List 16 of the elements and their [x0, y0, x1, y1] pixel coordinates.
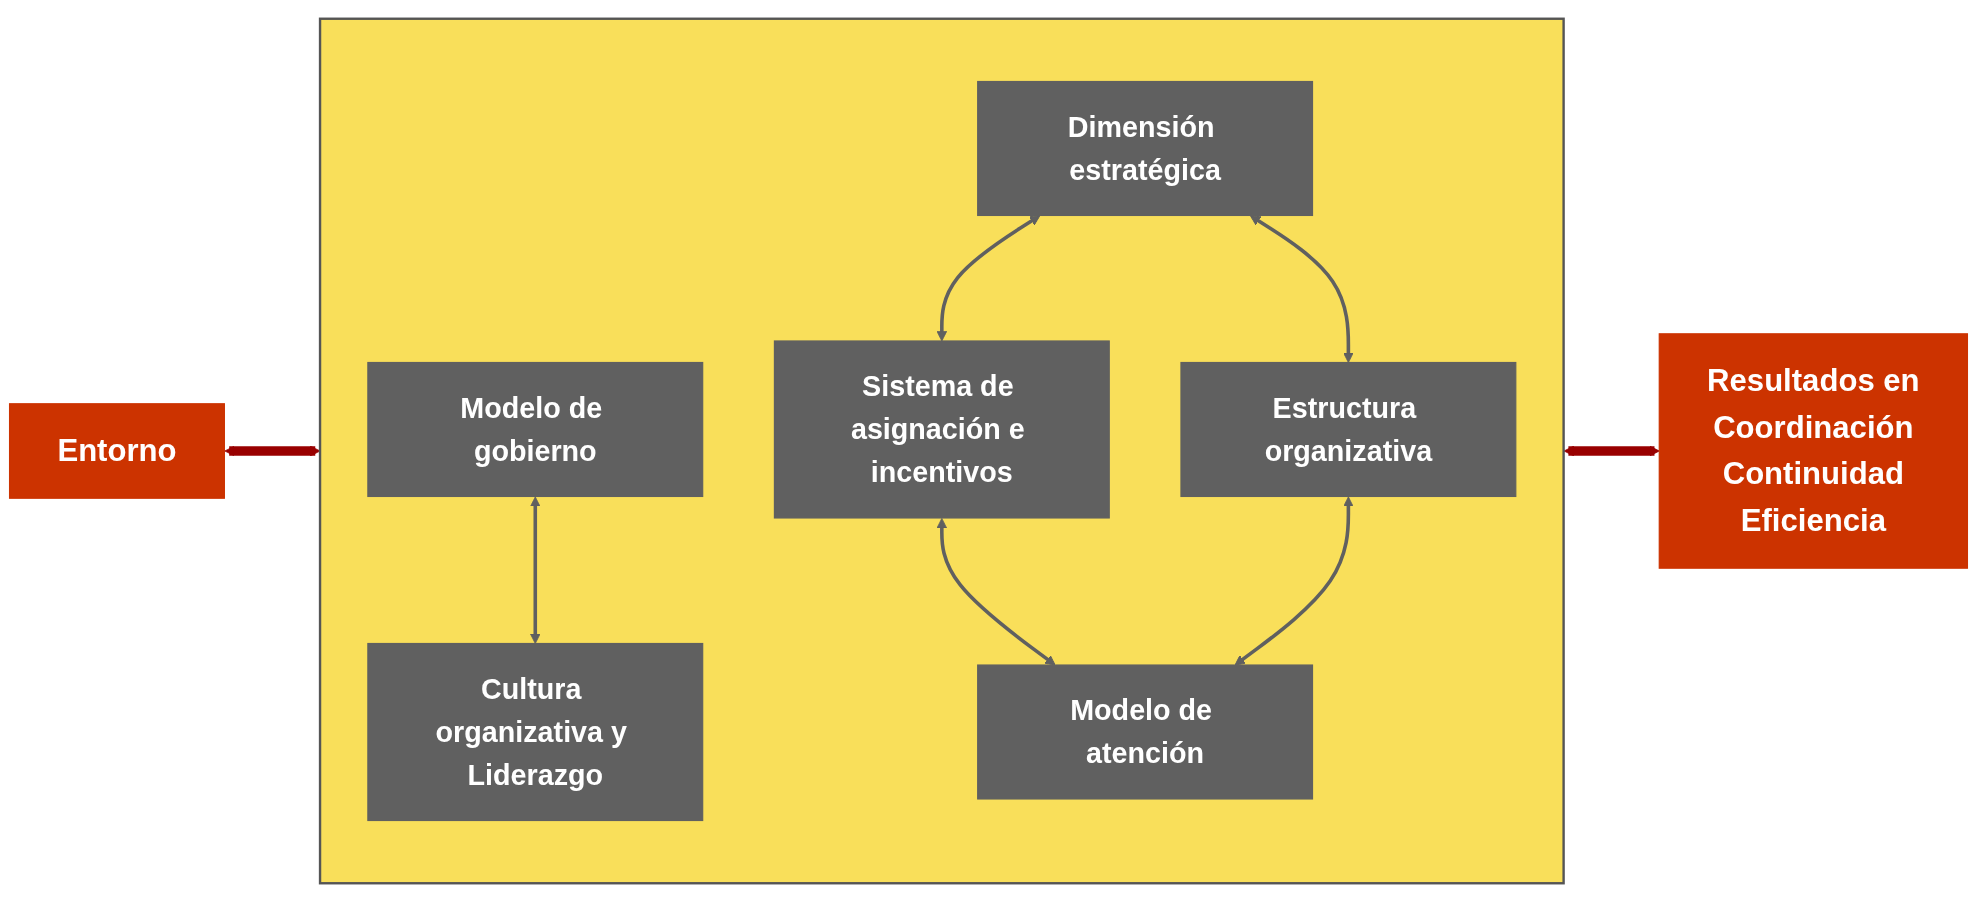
arrow — [1249, 215, 1354, 363]
node-box: Estructura organizativa — [1180, 361, 1517, 498]
arrow — [1563, 445, 1660, 457]
cluster — [318, 17, 1565, 885]
arrow — [1234, 496, 1354, 666]
arrow — [224, 445, 321, 457]
node-box: Modelo de atención — [977, 664, 1314, 800]
node-box: Cultura organizativa y Liderazgo — [367, 642, 704, 822]
node-box: Sistema de asignación e incentivos — [773, 340, 1110, 519]
node-box: Modelo de gobierno — [367, 361, 704, 498]
node-box: Resultados en Coordinación Continuidad Eficiencia — [1658, 333, 1969, 569]
arrow — [936, 215, 1041, 342]
arrow — [936, 517, 1056, 666]
node-box: Entorno — [8, 403, 225, 499]
node-box: Dimensión estratégica — [977, 80, 1314, 217]
arrow — [530, 496, 541, 644]
